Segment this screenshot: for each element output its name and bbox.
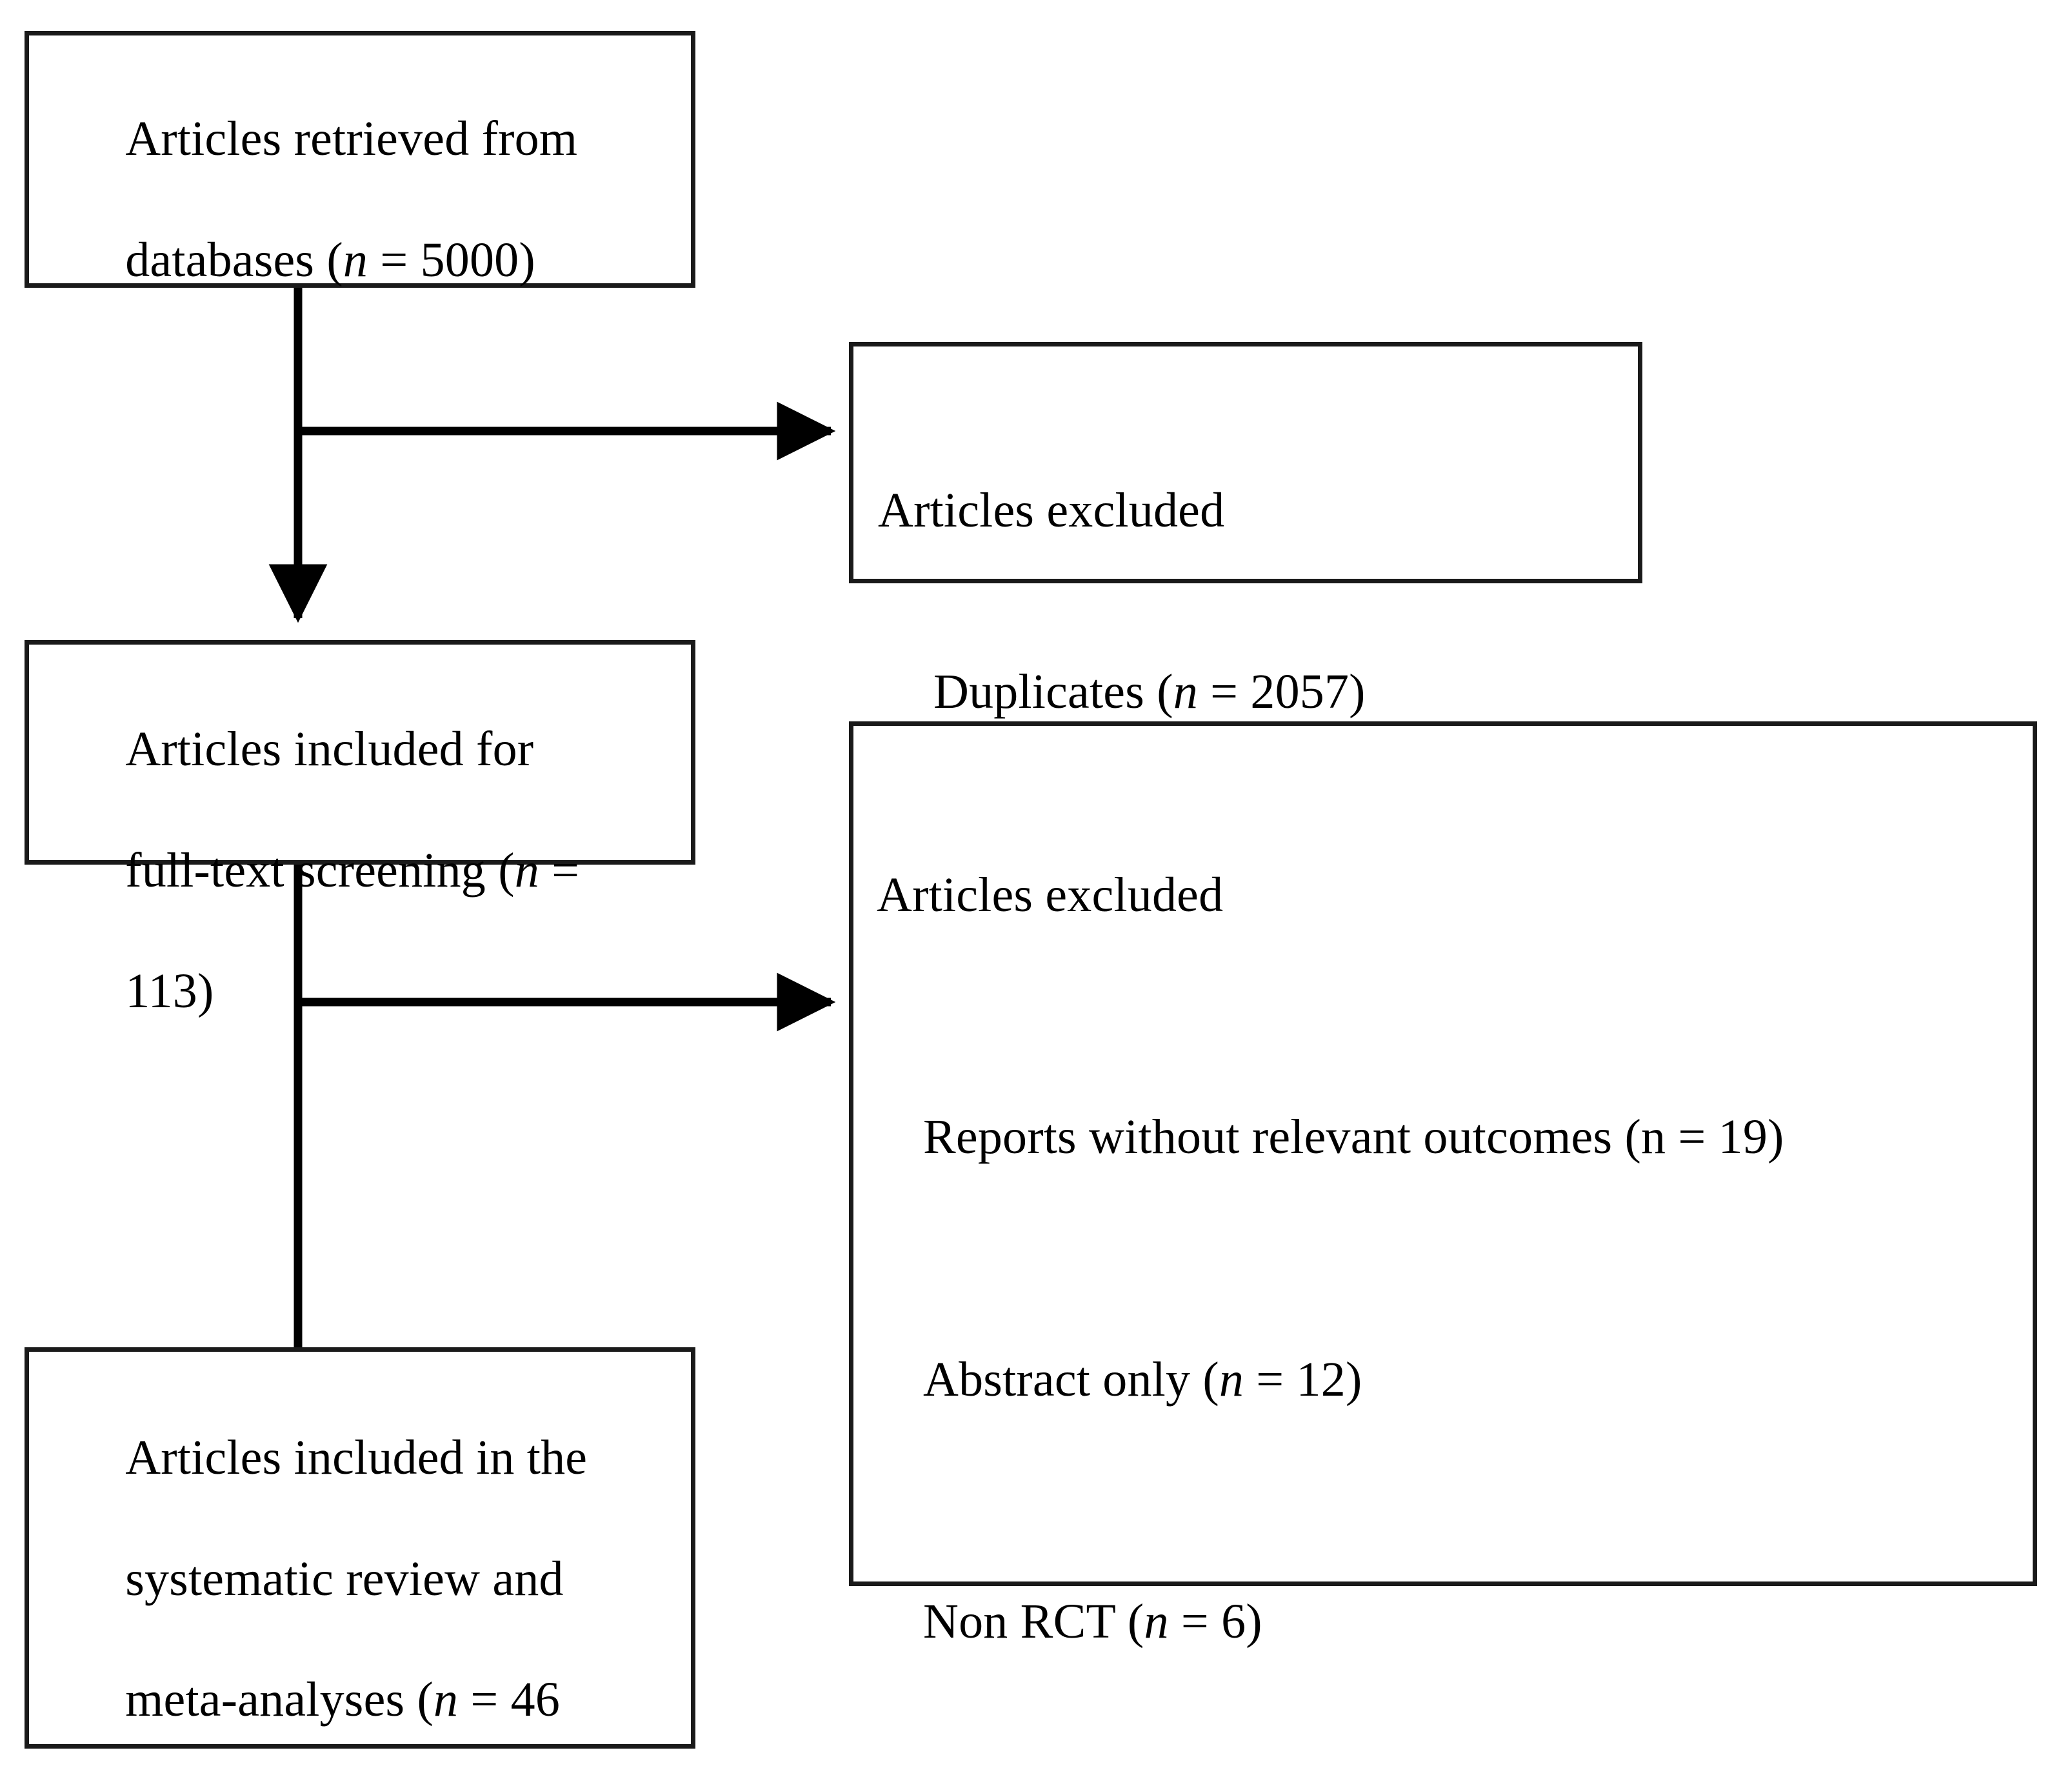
exclusion-item-label: Abstract only ( bbox=[923, 1352, 1219, 1407]
line-0: Articles included for bbox=[125, 721, 534, 776]
n-symbol: n bbox=[1640, 1110, 1666, 1165]
box-articles-excluded-screening: Articles excluded Duplicates (n = 2057) … bbox=[849, 342, 1642, 901]
n-symbol: n bbox=[1219, 1352, 1244, 1407]
line-1-head: databases ( bbox=[125, 232, 343, 287]
n-symbol: n bbox=[1173, 665, 1198, 719]
exclusion-item-count: = 19) bbox=[1666, 1110, 1784, 1165]
box-articles-fulltext-screening: Articles included for full-text screenin… bbox=[25, 640, 695, 1018]
box-articles-included-final-text: Articles included in the systematic revi… bbox=[51, 1367, 679, 1777]
box-articles-excluded-fulltext-text: Articles excluded Reports without releva… bbox=[877, 744, 2021, 1777]
n-symbol: n bbox=[514, 843, 539, 898]
line-2-head: meta-analyses ( bbox=[125, 1672, 433, 1727]
exclusion-item-abstract-only: Abstract only (n = 12) bbox=[877, 1350, 2021, 1411]
line-2-tail: = 46 bbox=[458, 1672, 561, 1727]
line-0: Articles retrieved from bbox=[125, 111, 578, 166]
n-symbol: n bbox=[343, 232, 368, 287]
box-articles-fulltext-screening-text: Articles included for full-text screenin… bbox=[51, 659, 679, 1083]
line-1-tail: = 5000) bbox=[368, 232, 535, 287]
line-1-head: full-text screening ( bbox=[125, 843, 515, 898]
exclusion-item-label: Duplicates ( bbox=[933, 665, 1173, 719]
n-symbol: n bbox=[1144, 1594, 1169, 1649]
box-articles-retrieved-text: Articles retrieved from databases (n = 5… bbox=[51, 48, 679, 351]
box-articles-included-final: Articles included in the systematic revi… bbox=[25, 1347, 695, 1749]
n-symbol: n bbox=[433, 1672, 459, 1727]
line-1: systematic review and bbox=[125, 1551, 564, 1606]
exclusion-item-duplicates: Duplicates (n = 2057) bbox=[878, 662, 1626, 723]
exclusion-item-count: = 12) bbox=[1244, 1352, 1362, 1407]
exclusion-item-label: Non RCT ( bbox=[923, 1594, 1144, 1649]
exclusion-item-label: Reports without relevant outcomes ( bbox=[923, 1110, 1641, 1165]
exclusion-item-count: = 2057) bbox=[1197, 665, 1366, 719]
exclusion-heading: Articles excluded bbox=[877, 867, 1224, 922]
line-2: 113) bbox=[125, 964, 214, 1019]
line-1-tail: = bbox=[539, 843, 580, 898]
box-articles-retrieved: Articles retrieved from databases (n = 5… bbox=[25, 31, 695, 288]
line-0: Articles included in the bbox=[125, 1430, 588, 1485]
exclusion-item-no-relevant-outcomes: Reports without relevant outcomes (n = 1… bbox=[877, 1107, 2021, 1168]
exclusion-item-count: = 6) bbox=[1168, 1594, 1262, 1649]
box-articles-excluded-fulltext: Articles excluded Reports without releva… bbox=[849, 721, 2037, 1649]
exclusion-heading: Articles excluded bbox=[878, 483, 1225, 537]
exclusion-item-non-rct: Non RCT (n = 6) bbox=[877, 1592, 2021, 1652]
